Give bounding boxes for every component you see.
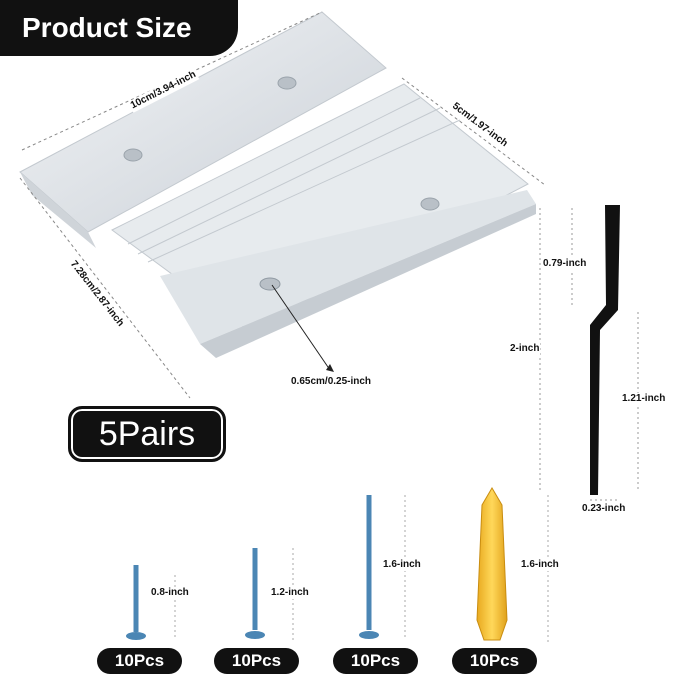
screw-small-count: 10Pcs <box>97 648 182 674</box>
screw-small-icon <box>126 565 176 640</box>
hole-label: 0.65cm/0.25-inch <box>290 376 373 388</box>
screw-long-icon <box>359 495 406 640</box>
profile-bottom-label: 1.21-inch <box>621 393 667 405</box>
screw-medium-length: 1.2-inch <box>270 587 310 599</box>
screw-medium-icon <box>245 548 294 640</box>
wall-anchor-count: 10Pcs <box>452 648 537 674</box>
cleat-back <box>19 11 387 248</box>
page-title: Product Size <box>0 0 238 56</box>
wall-anchor-length: 1.6-inch <box>520 559 560 571</box>
screw-long-count: 10Pcs <box>333 648 418 674</box>
wall-anchor-icon <box>476 487 549 645</box>
profile-total-label: 2-inch <box>509 343 541 355</box>
screw-medium-count: 10Pcs <box>214 648 299 674</box>
profile-dimension-lines <box>539 208 639 501</box>
profile-top-label: 0.79-inch <box>542 258 588 270</box>
profile-thickness-label: 0.23-inch <box>581 503 627 515</box>
screw-long-length: 1.6-inch <box>382 559 422 571</box>
cleat-front <box>111 83 536 358</box>
screw-small-length: 0.8-inch <box>150 587 190 599</box>
pairs-badge: 5Pairs <box>68 406 226 462</box>
cleat-profile <box>590 205 620 495</box>
dimension-lines <box>19 11 546 399</box>
